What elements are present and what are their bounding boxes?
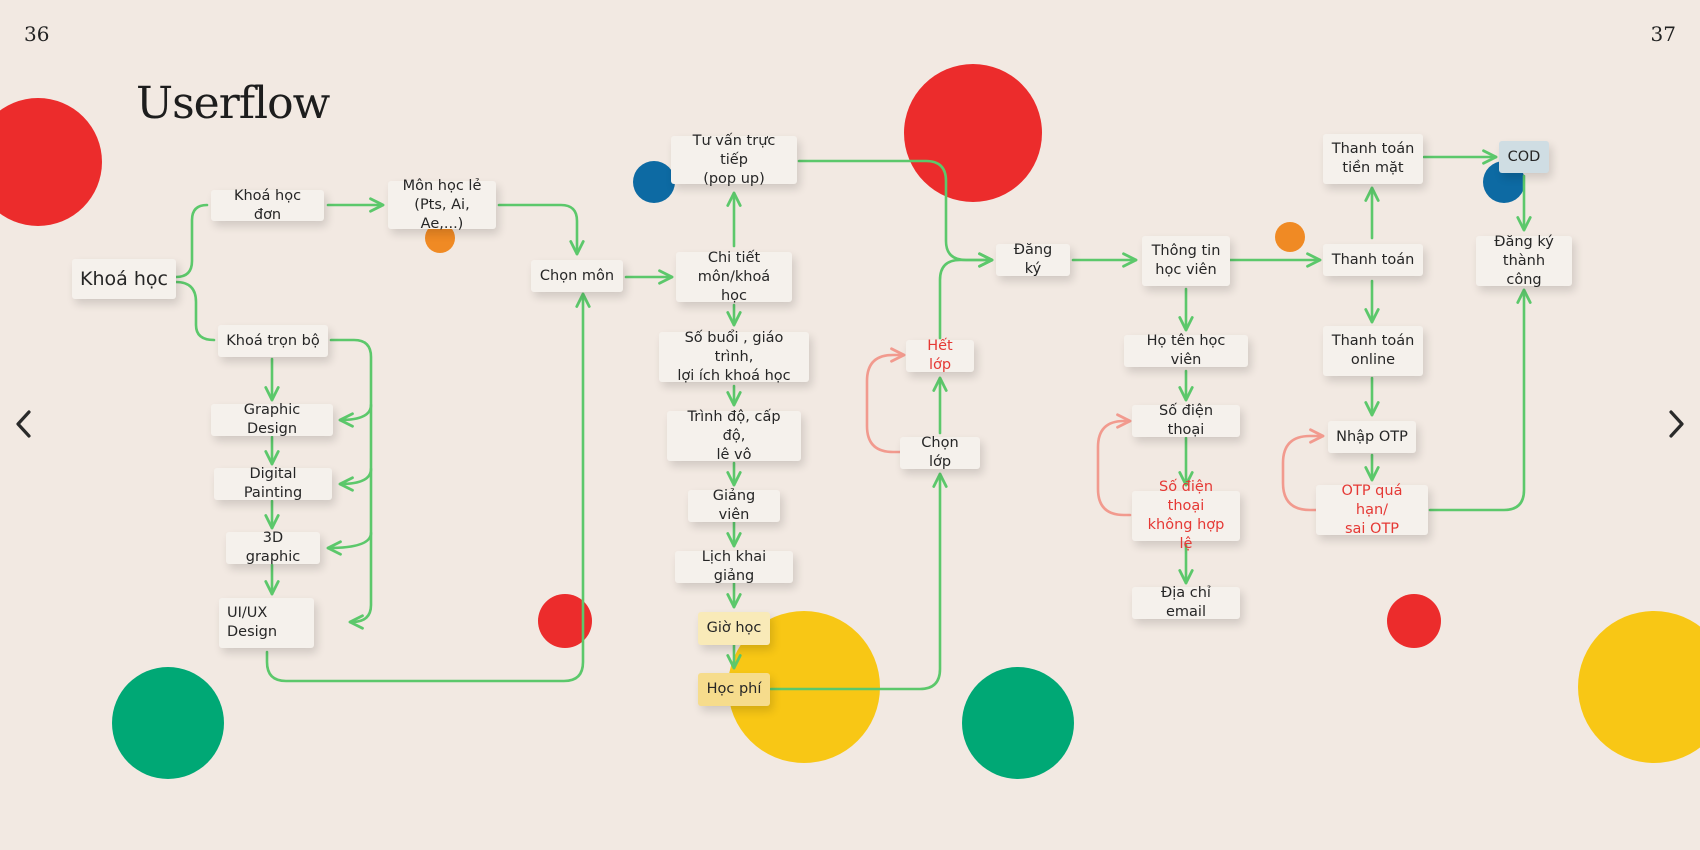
node-khoa-hoc: Khoá học [72, 259, 176, 299]
node-mon-hoc-le: Môn học lẻ (Pts, Ai, Ae,...) [388, 178, 496, 232]
node-chon-lop: Chọn lớp [900, 435, 980, 470]
node-digital-painting: Digital Painting [214, 466, 332, 501]
node-tu-van: Tư vấn trực tiếp (pop up) [671, 133, 797, 187]
loop-connector [1096, 413, 1132, 517]
node-trinh-do: Trình độ, cấp độ, lê vô [667, 409, 801, 463]
chevron-right-icon [1669, 410, 1684, 438]
node-so-buoi: Số buổi , giáo trình, lợi ích khoá học [659, 330, 809, 384]
decor-circle-red [1387, 594, 1441, 648]
page-number-left: 36 [24, 22, 50, 46]
connector [769, 472, 948, 691]
decor-circle-yellow [1578, 611, 1700, 763]
node-khoa-tron-bo: Khoá trọn bộ [218, 325, 328, 357]
decor-circle-green [962, 667, 1074, 779]
node-graphic-design: Graphic Design [211, 402, 333, 437]
connector [265, 292, 591, 683]
decor-circle-orange [1275, 222, 1305, 252]
node-so-dien-thoai: Số điện thoại [1132, 403, 1240, 438]
page-number-right: 37 [1650, 22, 1676, 46]
node-3d-graphic: 3D graphic [226, 530, 320, 565]
connector [797, 159, 994, 268]
node-nhap-otp: Nhập OTP [1328, 421, 1416, 453]
loop-connector [1281, 428, 1325, 512]
connector [174, 280, 216, 342]
connector [326, 531, 373, 556]
prev-page-button[interactable] [10, 404, 38, 444]
node-chi-tiet: Chi tiết môn/khoá học [676, 250, 792, 304]
connector [497, 203, 585, 256]
loop-connector [865, 347, 906, 454]
page-title: Userflow [136, 78, 330, 129]
connector [338, 467, 373, 492]
connector [1428, 288, 1532, 512]
connector [338, 403, 373, 428]
node-dia-chi-email: Địa chỉ email [1132, 585, 1240, 620]
node-het-lop: Hết lớp [906, 338, 974, 373]
node-lich-khai-giang: Lịch khai giảng [675, 549, 793, 584]
decor-circle-red [904, 64, 1042, 202]
decor-circle-red [0, 98, 102, 226]
connector [174, 203, 209, 279]
node-chon-mon: Chọn môn [531, 260, 623, 292]
decor-circle-blue [633, 161, 675, 203]
node-khoa-hoc-don: Khoá học đơn [211, 188, 324, 223]
node-thanh-toan-online: Thanh toán online [1323, 326, 1423, 376]
node-dang-ky-thanh-cong: Đăng ký thành công [1476, 234, 1572, 288]
node-hoc-phi: Học phí [698, 673, 770, 706]
connector [938, 252, 994, 340]
node-sdt-khong-hop-le: Số điện thoại không hợp lệ [1132, 479, 1240, 552]
node-thanh-toan-tien-mat: Thanh toán tiền mặt [1323, 134, 1423, 184]
connector [329, 338, 373, 630]
node-dang-ky: Đăng ký [996, 242, 1070, 277]
node-cod: COD [1499, 141, 1549, 173]
decor-circle-green [112, 667, 224, 779]
node-giang-vien: Giảng viên [688, 488, 780, 523]
node-ho-ten-hoc-vien: Họ tên học viên [1124, 333, 1248, 368]
chevron-left-icon [16, 410, 31, 438]
node-otp-qua-han: OTP quá hạn/ sai OTP [1316, 483, 1428, 537]
node-thanh-toan: Thanh toán [1323, 244, 1423, 276]
node-gio-hoc: Giờ học [698, 612, 770, 645]
node-uiux-design: UI/UX Design [219, 598, 314, 648]
next-page-button[interactable] [1662, 404, 1690, 444]
node-thong-tin-hoc-vien: Thông tin học viên [1142, 236, 1230, 286]
